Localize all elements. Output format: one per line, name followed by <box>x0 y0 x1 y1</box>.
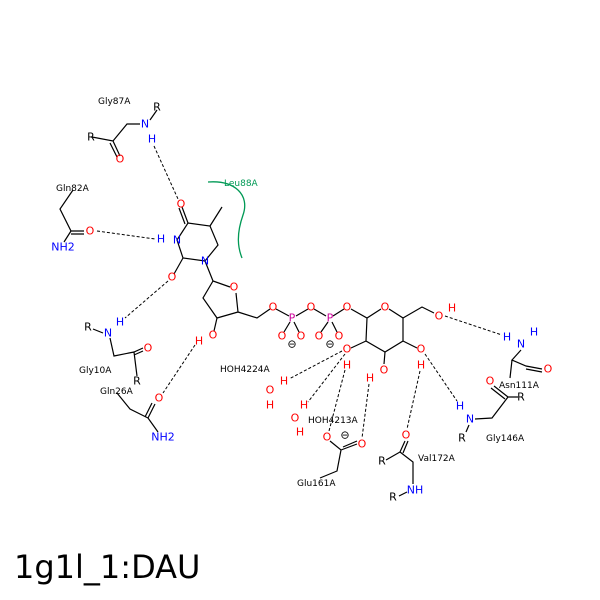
atom-label: H <box>366 372 374 385</box>
hbond-hoh4224 <box>288 350 343 380</box>
atom-labels: O N H N O O O H O P O P O O O O O ⊖ ⊖ O … <box>51 101 552 504</box>
residue-label-leu88: Leu88A <box>224 179 259 189</box>
atom-label: O <box>144 342 153 355</box>
hbond-gln82 <box>96 230 156 240</box>
atom-label: R <box>458 432 466 445</box>
atom-label: R <box>84 321 92 334</box>
atom-label: O <box>417 343 426 356</box>
atom-label: O <box>343 343 352 356</box>
atom-label: H <box>417 359 425 372</box>
atom-label: NH <box>407 484 424 497</box>
atom-label: O <box>307 301 316 314</box>
atom-label: N <box>141 118 149 131</box>
atom-label: H <box>343 359 351 372</box>
atom-label: N <box>466 413 474 426</box>
atom-label: NH2 <box>51 241 75 254</box>
residue-label-gly146: Gly146A <box>486 434 525 444</box>
atom-label: O <box>269 301 278 314</box>
atom-label: O <box>209 329 218 342</box>
residue-label-hoh4213: HOH4213A <box>308 416 359 426</box>
atom-label: O <box>177 198 186 211</box>
atom-label: H <box>456 400 464 413</box>
atom-label: N <box>517 338 525 351</box>
atom-label: O <box>486 375 495 388</box>
atom-label: R <box>87 131 95 144</box>
hbond-gly87 <box>153 145 179 200</box>
diagram-title: 1g1l_1:DAU <box>14 548 201 586</box>
atom-label: O <box>230 281 239 294</box>
atom-label: H <box>448 302 456 315</box>
atom-label: O <box>343 301 352 314</box>
hbond-glu161-a <box>328 369 346 432</box>
atom-label: R <box>378 455 386 468</box>
atom-label: ⊖ <box>287 338 296 351</box>
residue-label-gln82: Gln82A <box>56 184 90 194</box>
atom-label: H <box>296 426 304 439</box>
atom-label: O <box>358 438 367 451</box>
atom-label: O <box>380 364 389 377</box>
atom-label: O <box>297 330 306 343</box>
hydrogen-bonds <box>96 145 503 439</box>
atom-label: ⊖ <box>340 429 349 442</box>
ligand-bonds <box>173 206 435 365</box>
hbond-hoh4213 <box>307 353 346 403</box>
residue-label-gly87: Gly87A <box>98 97 131 107</box>
atom-label: R <box>133 375 141 388</box>
atom-label: H <box>280 375 288 388</box>
atom-label: H <box>503 331 511 344</box>
residue-label-hoh4224: HOH4224A <box>220 365 271 375</box>
atom-label: O <box>335 330 344 343</box>
hbond-glu161-b <box>361 383 370 439</box>
atom-label: O <box>323 431 332 444</box>
atom-label: H <box>116 316 124 329</box>
atom-label: O <box>291 412 300 425</box>
atom-label: R <box>389 491 397 504</box>
atom-label: NH2 <box>151 431 175 444</box>
atom-label: N <box>201 255 209 268</box>
atom-label: O <box>435 310 444 323</box>
atom-label: O <box>266 384 275 397</box>
atom-label: P <box>327 312 334 325</box>
residue-label-gly10: Gly10A <box>79 366 112 376</box>
atom-label: O <box>402 429 411 442</box>
leu88-hydrophobic-arc <box>207 181 246 259</box>
atom-label: ⊖ <box>325 338 334 351</box>
atom-label: H <box>157 233 165 246</box>
atom-label: H <box>195 335 203 348</box>
atom-label: O <box>168 271 177 284</box>
atom-label: H <box>148 133 156 146</box>
atom-label: H <box>530 326 538 339</box>
atom-label: O <box>278 330 287 343</box>
hbond-gly10 <box>124 280 169 319</box>
atom-label: O <box>544 363 553 376</box>
atom-label: H <box>300 399 308 412</box>
atom-label: N <box>104 327 112 340</box>
atom-label: R <box>517 391 525 404</box>
hbond-val172 <box>406 370 421 430</box>
residue-label-gln26: Gln26A <box>100 387 134 397</box>
atom-label: O <box>155 392 164 405</box>
atom-label: H <box>266 399 274 412</box>
atom-label: O <box>116 153 125 166</box>
atom-label: P <box>289 312 296 325</box>
atom-label: R <box>153 101 161 114</box>
atom-label: N <box>173 234 181 247</box>
atom-label: O <box>86 225 95 238</box>
hbond-asn111 <box>444 315 503 336</box>
residue-label-glu161: Glu161A <box>297 479 336 489</box>
hbond-gly146 <box>424 353 458 402</box>
hbond-gln26 <box>162 344 196 394</box>
residue-label-asn111: Asn111A <box>499 381 540 391</box>
atom-label: O <box>381 301 390 314</box>
residue-label-val172: Val172A <box>418 454 456 464</box>
atom-label: O <box>315 330 324 343</box>
residue-bonds <box>59 109 543 497</box>
